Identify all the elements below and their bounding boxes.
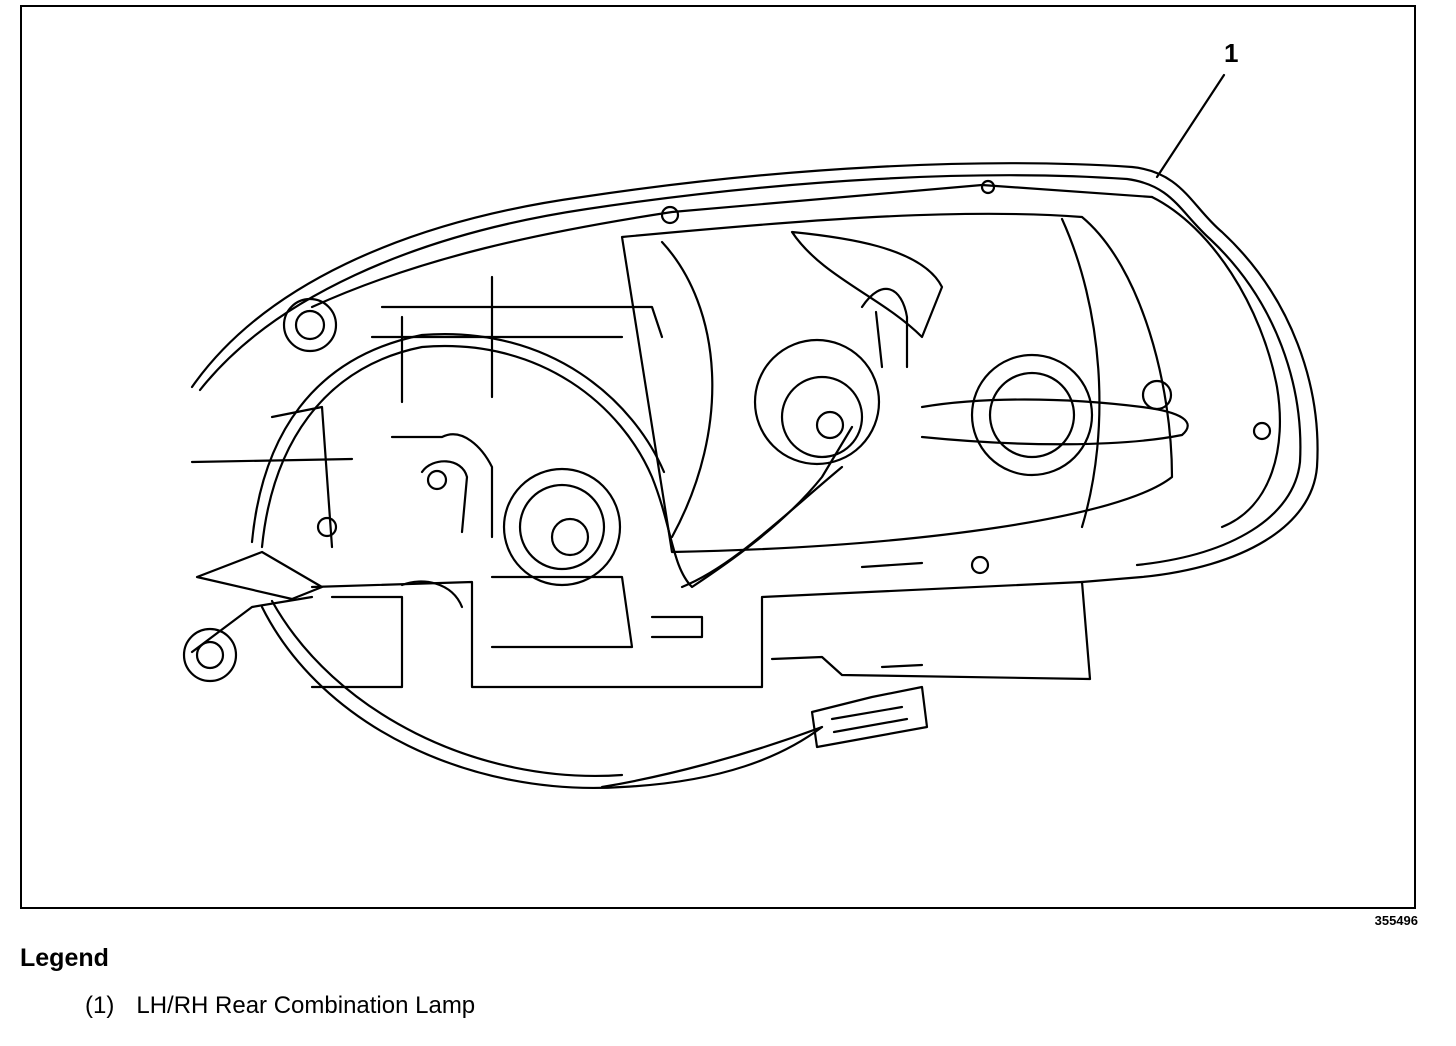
legend-title: Legend [20, 944, 109, 972]
legend-item: (1) LH/RH Rear Combination Lamp [85, 992, 475, 1020]
figure-id: 355496 [1374, 913, 1418, 928]
bulb-socket-center [753, 338, 881, 466]
callout-number: 1 [1224, 38, 1239, 68]
illustration-frame [20, 5, 1416, 909]
legend-item-marker: (1) [85, 992, 115, 1019]
harness-grommet [195, 550, 324, 601]
lamp-housing-outline [190, 162, 1319, 584]
mounting-boss-upper-left [282, 297, 338, 353]
bulb-socket-right [970, 353, 1094, 477]
legend-item-label: LH/RH Rear Combination Lamp [136, 992, 476, 1019]
lower-bracket [310, 580, 1092, 689]
harness-connector [810, 685, 929, 749]
mounting-boss-lower-left [182, 627, 238, 683]
bulb-socket-left [502, 467, 622, 587]
reflector-bowl [620, 212, 1174, 554]
callout-leader-line [1155, 73, 1226, 179]
rear-lamp-illustration [182, 73, 1319, 789]
